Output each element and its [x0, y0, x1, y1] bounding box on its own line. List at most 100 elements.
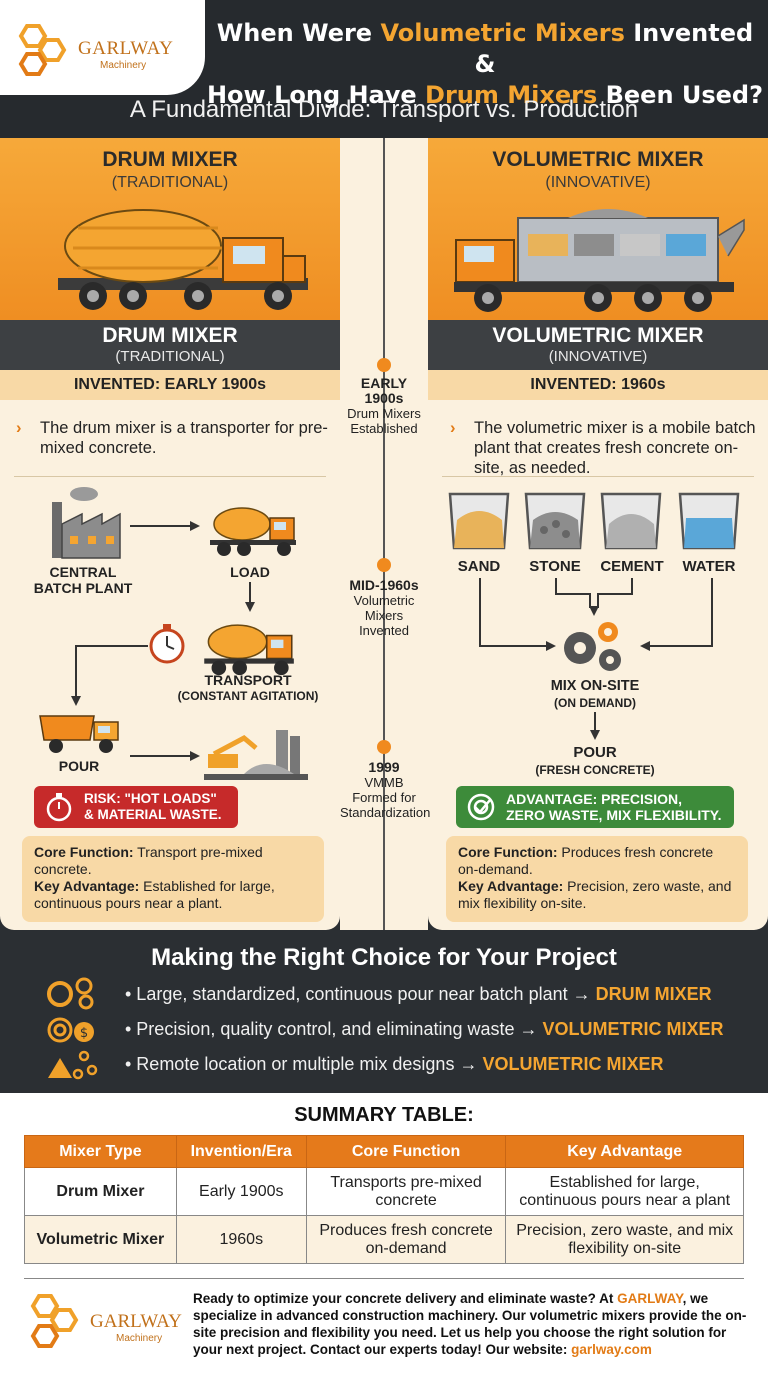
footer-cta: Ready to optimize your concrete delivery… — [193, 1291, 747, 1357]
column-header: Mixer Type — [24, 1135, 177, 1168]
risk-badge: RISK: "HOT LOADS"& MATERIAL WASTE. — [34, 786, 238, 828]
volumetric-mixer-panel: VOLUMETRIC MIXER (INNOVATIVE) VOLUMETRIC… — [428, 138, 768, 930]
stone-bin-icon — [524, 492, 586, 550]
column-header: Invention/Era — [175, 1135, 307, 1168]
arrow-elbow-icon — [71, 645, 148, 706]
step-transport-sub: (CONSTANT AGITATION) — [177, 689, 319, 703]
brand-name: GARLWAY — [78, 38, 174, 59]
choice-item: • Remote location or multiple mix design… — [125, 1054, 664, 1074]
table-header-row: Mixer Type Invention/Era Core Function K… — [24, 1135, 744, 1168]
choice-title: Making the Right Choice for Your Project — [151, 944, 617, 971]
advantage-badge: ADVANTAGE: PRECISION,ZERO WASTE, MIX FLE… — [456, 786, 734, 828]
choice-item: • Large, standardized, continuous pour n… — [125, 984, 712, 1004]
summary-title: SUMMARY TABLE: — [294, 1104, 474, 1126]
drum-description: › The drum mixer is a transporter for pr… — [16, 419, 328, 457]
bin-label-water: WATER — [682, 558, 736, 575]
bin-label-sand: SAND — [457, 558, 501, 575]
drum-truck-icon — [58, 209, 308, 310]
volumetric-band-title: VOLUMETRIC MIXER — [492, 324, 704, 347]
timeline-dot — [377, 358, 391, 372]
brand-sub: Machinery — [100, 60, 147, 71]
drum-core-card: Core Function: Transport pre-mixed concr… — [22, 836, 324, 922]
mix-on-site: MIX ON-SITE — [550, 678, 640, 694]
footer-brand-sub: Machinery — [116, 1333, 163, 1344]
step-pour: POUR — [58, 758, 100, 774]
chevron-right-icon: › — [450, 419, 456, 437]
table-row: Drum Mixer Early 1900s Transports pre-mi… — [24, 1167, 744, 1216]
arrow-down-icon — [590, 712, 600, 740]
target-icon — [467, 793, 495, 821]
page-subtitle: A Fundamental Divide: Transport vs. Prod… — [129, 96, 639, 123]
column-header: Key Advantage — [505, 1135, 744, 1168]
drum-hero-sub: (TRADITIONAL) — [111, 174, 229, 191]
arrow-right-icon — [130, 751, 200, 761]
volumetric-band — [428, 320, 768, 370]
stopwatch-icon — [149, 624, 185, 664]
flow-arrows — [479, 578, 713, 651]
table-cell: Drum Mixer — [24, 1167, 177, 1216]
summary-table: Mixer Type Invention/Era Core Function K… — [24, 1135, 744, 1264]
water-bin-icon — [678, 492, 740, 550]
hexagon-logo-icon — [18, 24, 67, 76]
step-transport: TRANSPORT — [204, 672, 292, 688]
chevron-right-icon: › — [16, 419, 22, 437]
hexagon-logo-icon — [30, 1294, 79, 1348]
construction-site-icon — [204, 730, 308, 780]
gears-icon — [564, 622, 621, 671]
step-load: LOAD — [230, 564, 270, 580]
sand-bin-icon — [448, 492, 510, 550]
drum-hero-title: DRUM MIXER — [102, 148, 238, 171]
divider — [442, 476, 754, 477]
svg-text:$: $ — [80, 1026, 88, 1041]
volumetric-invented: INVENTED: 1960s — [428, 370, 768, 400]
drum-band — [0, 320, 340, 370]
target-money-icon: $ — [47, 1017, 94, 1043]
volumetric-description: › The volumetric mixer is a mobile batch… — [450, 419, 756, 477]
choice-section — [0, 935, 768, 1093]
gears-icon — [47, 977, 94, 1010]
table-cell: Precision, zero waste, and mix flexibili… — [505, 1215, 744, 1264]
table-cell: Established for large, continuous pours … — [505, 1167, 744, 1216]
location-network-icon — [48, 1050, 98, 1080]
dump-truck-icon — [39, 715, 119, 753]
table-cell: Transports pre-mixed concrete — [305, 1167, 507, 1216]
page-title: When Were Volumetric Mixers Invented & H… — [206, 19, 764, 109]
arrow-down-icon — [245, 582, 255, 612]
pour-sub: (FRESH CONCRETE) — [535, 763, 655, 777]
drum-band-sub: (TRADITIONAL) — [115, 348, 225, 365]
bin-label-stone: STONE — [529, 558, 581, 575]
timeline-dot — [377, 558, 391, 572]
factory-icon — [52, 487, 121, 559]
website-link[interactable]: garlway.com — [571, 1342, 652, 1357]
stopwatch-icon — [46, 793, 72, 822]
volumetric-truck-icon — [454, 209, 745, 312]
column-header: Core Function — [305, 1135, 507, 1168]
volumetric-hero-sub: (INNOVATIVE) — [545, 174, 651, 191]
arrow-right-icon — [130, 521, 200, 531]
cement-bin-icon — [600, 492, 662, 550]
timeline-dot — [377, 740, 391, 754]
table-cell: Volumetric Mixer — [24, 1215, 177, 1264]
table-cell: 1960s — [175, 1215, 307, 1264]
mixer-truck-load-icon — [210, 507, 296, 556]
mixer-truck-transport-icon — [204, 624, 294, 676]
bin-label-cement: CEMENT — [600, 558, 664, 575]
drum-band-title: DRUM MIXER — [102, 324, 238, 347]
drum-invented: INVENTED: EARLY 1900s — [0, 370, 340, 400]
table-cell: Early 1900s — [175, 1167, 307, 1216]
volumetric-band-sub: (INNOVATIVE) — [548, 348, 648, 365]
volumetric-core-card: Core Function: Produces fresh concrete o… — [446, 836, 748, 922]
choice-item: • Precision, quality control, and elimin… — [125, 1019, 724, 1039]
timeline-line — [383, 138, 385, 930]
table-cell: Produces fresh concrete on-demand — [305, 1215, 507, 1264]
divider — [24, 1278, 744, 1279]
pour-label: POUR — [573, 744, 617, 761]
volumetric-hero-title: VOLUMETRIC MIXER — [492, 148, 704, 171]
footer-brand-name: GARLWAY — [90, 1311, 182, 1332]
drum-mixer-panel: DRUM MIXER (TRADITIONAL) DRUM MIXER (TRA… — [0, 138, 340, 930]
mix-on-site-sub: (ON DEMAND) — [554, 696, 636, 710]
